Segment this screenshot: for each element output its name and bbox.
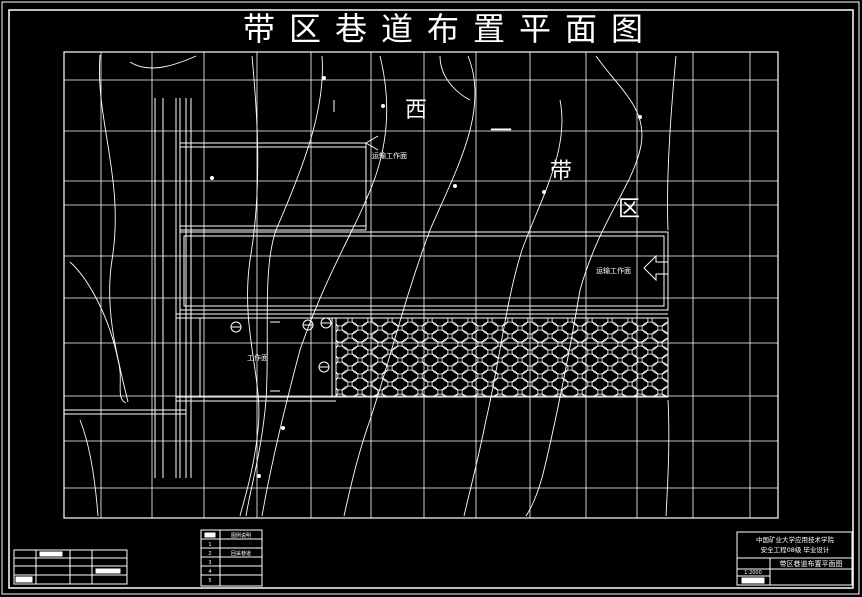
contour-line	[525, 55, 643, 517]
scale-label: 1:2000	[744, 570, 762, 576]
contour-line	[245, 55, 323, 517]
main-roadways	[154, 98, 192, 478]
revision-block	[13, 549, 128, 585]
area-label-dai: 带	[550, 159, 572, 184]
arrow-left-icon	[643, 254, 669, 282]
airflow-arrows	[365, 135, 669, 282]
contour-line	[79, 419, 99, 517]
goaf-area	[335, 317, 669, 398]
legend-row-number: 5	[208, 578, 211, 584]
legend-row-number: 2	[208, 551, 211, 557]
contour-line	[261, 55, 388, 517]
legend-row-text: 回采巷道	[231, 550, 251, 557]
title-block	[736, 531, 853, 586]
legend-header: 图例说明	[231, 532, 251, 539]
legend-row-number: 3	[208, 560, 211, 566]
face-label-top: 运输工作面	[372, 151, 407, 160]
contour-line	[665, 55, 677, 517]
contour-line	[98, 54, 129, 403]
contour-line	[439, 55, 471, 101]
legend-row-number: 4	[208, 569, 211, 575]
contour-line	[129, 55, 197, 69]
drawing-frame	[63, 51, 779, 519]
contour-line	[239, 55, 260, 517]
coordinate-grid	[64, 52, 778, 518]
area-label-yi: 一	[490, 119, 512, 144]
legend-row-number: 1	[208, 542, 211, 548]
legend-table	[200, 529, 263, 587]
project-name: 安全工程08级 毕业设计	[761, 545, 830, 554]
contour-lines	[69, 54, 677, 517]
school-name: 中国矿业大学应用技术学院	[756, 535, 835, 544]
sheet-name: 带区巷道布置平面图	[780, 559, 843, 568]
equipment-symbols	[230, 100, 335, 392]
face-label-right: 运输工作面	[596, 266, 631, 275]
contour-line	[463, 99, 563, 517]
contour-markers	[210, 76, 642, 478]
area-label-qu: 区	[618, 197, 640, 222]
arrow-icon	[365, 135, 379, 151]
contour-line	[343, 55, 476, 517]
area-label-xi: 西	[405, 98, 427, 123]
work-face-label: 工作面	[247, 353, 268, 362]
drawing-title: 带区巷道布置平面图	[243, 10, 657, 48]
contour-line	[69, 261, 127, 404]
